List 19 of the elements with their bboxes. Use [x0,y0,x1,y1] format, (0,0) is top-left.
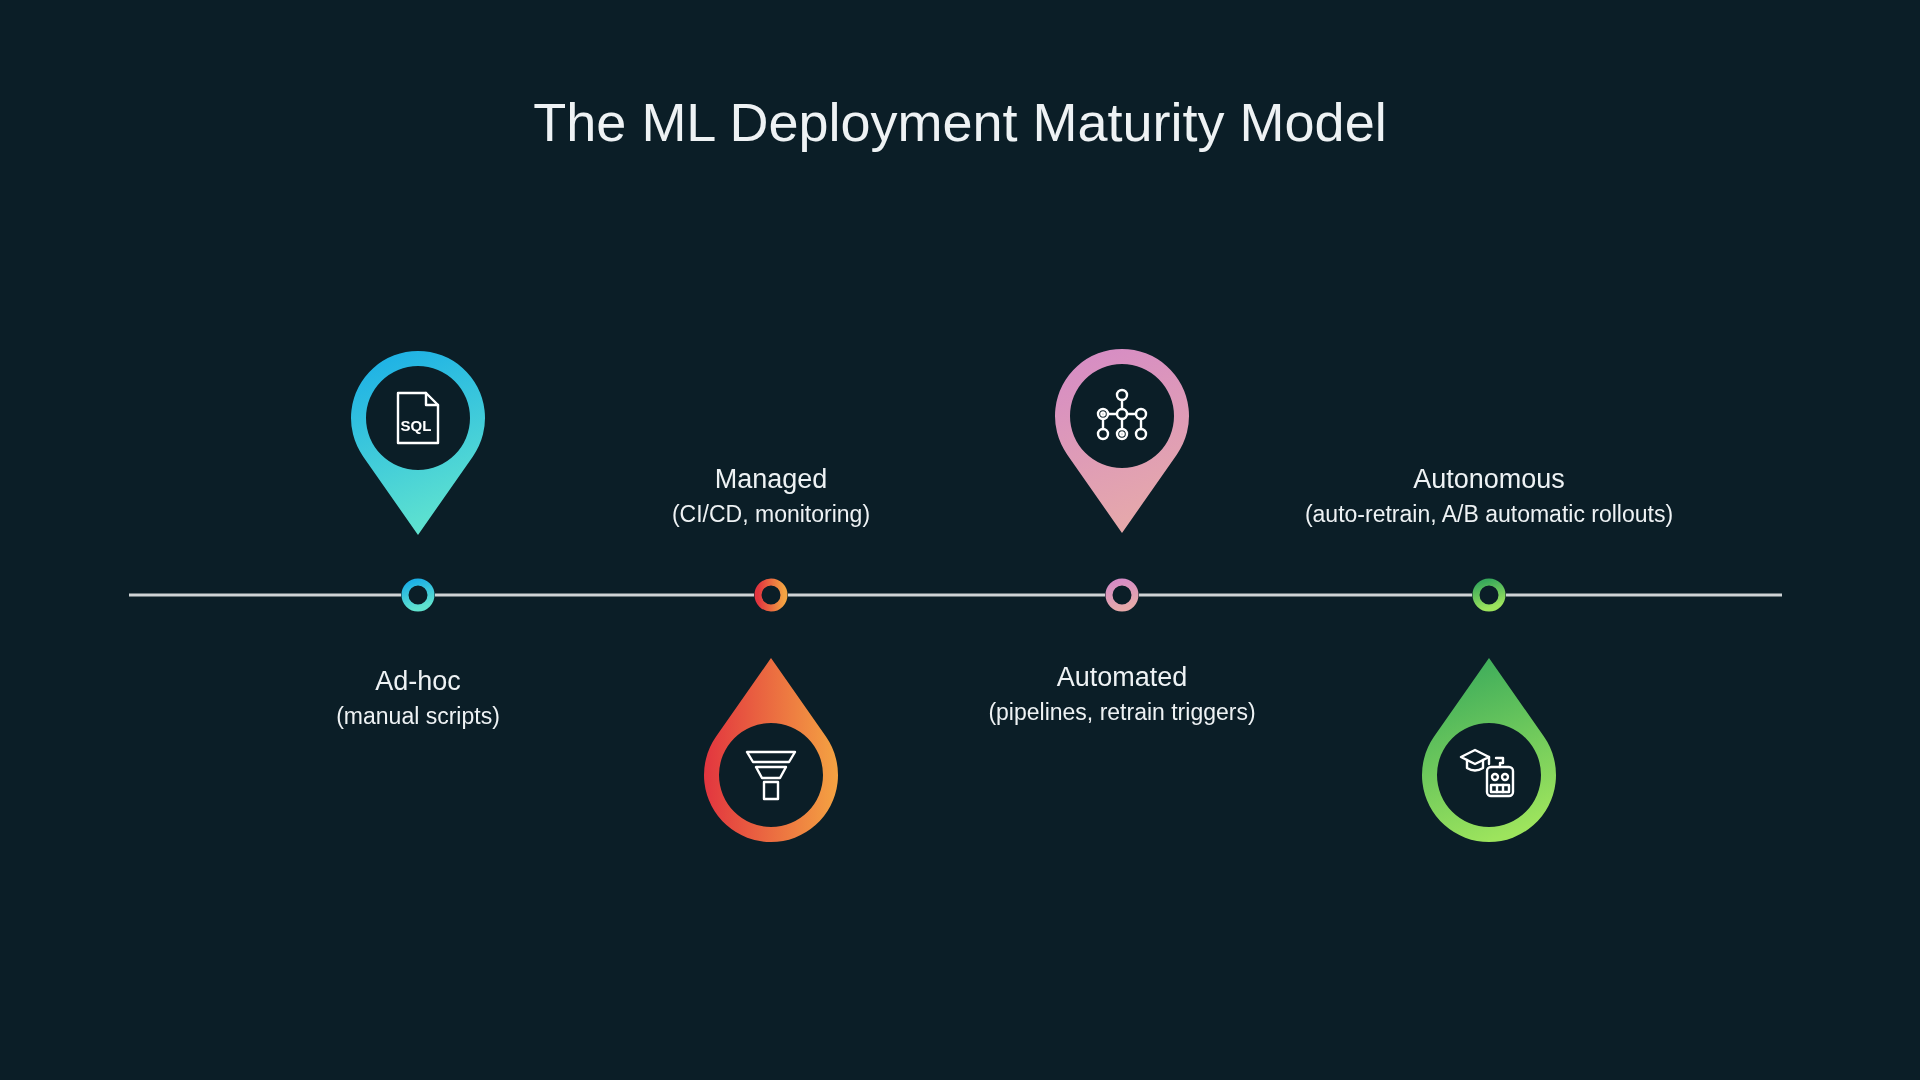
timeline-line [435,593,754,597]
stage-description: (CI/CD, monitoring) [671,500,871,528]
milestone-ring-icon [1471,577,1507,613]
milestone-ring-icon [400,577,436,613]
stage-title: Automated [1056,661,1188,693]
timeline-line [129,593,401,597]
milestone-ring-icon [753,577,789,613]
stage-title: Managed [714,463,828,495]
milestone-ring-icon [1104,577,1140,613]
stage-title: Autonomous [1413,463,1565,495]
slide-title: The ML Deployment Maturity Model [533,91,1387,154]
file-type-label: SQL [400,417,432,435]
timeline-line [788,593,1105,597]
timeline-line [1139,593,1472,597]
stage-title: Ad-hoc [375,665,461,697]
stage-description: (manual scripts) [336,702,500,730]
timeline-line [1506,593,1782,597]
stage-description: (auto-retrain, A/B automatic rollouts) [1304,500,1674,528]
stage-description: (pipelines, retrain triggers) [988,698,1256,726]
